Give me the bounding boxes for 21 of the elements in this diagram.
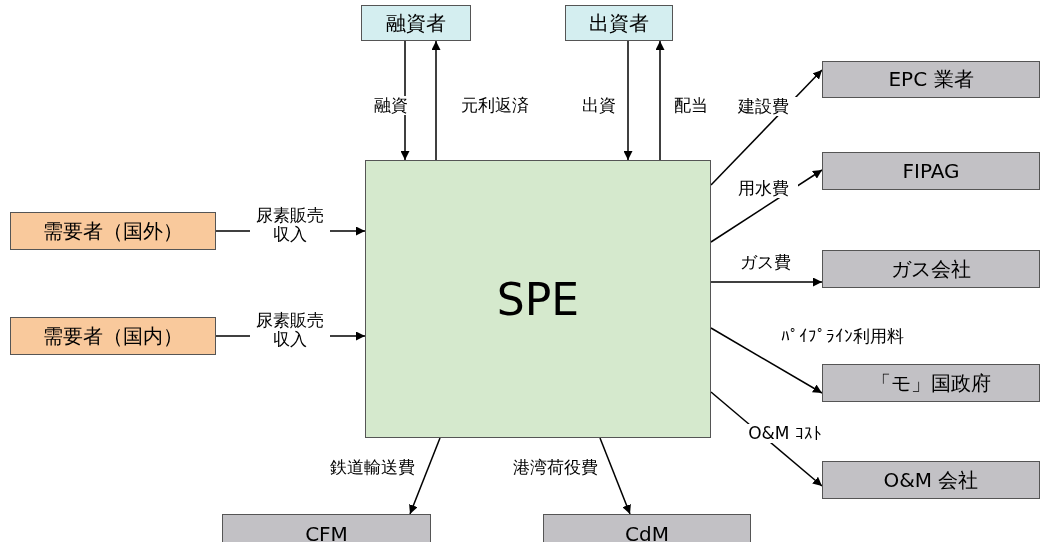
arrow [599, 437, 631, 515]
arrow [655, 40, 665, 161]
contractor-box: FIPAG [822, 152, 1040, 190]
contractor-box: CdM [543, 514, 751, 542]
buyer-box: 需要者（国内） [10, 317, 216, 355]
contractor-box: EPC 業者 [822, 61, 1040, 98]
arrow [710, 277, 823, 287]
arrow [623, 40, 633, 161]
lender-box: 融資者 [361, 5, 471, 41]
government-box: 「モ」国政府 [822, 364, 1040, 402]
contractor-box: CFM [222, 514, 431, 542]
investor-box: 出資者 [565, 5, 673, 41]
company-box: SPE [365, 160, 711, 438]
buyer-box: 需要者（国外） [10, 212, 216, 250]
contractor-box: ガス会社 [822, 250, 1040, 288]
arrow [409, 437, 441, 515]
edge-label: 尿素販売収入 [250, 206, 330, 244]
arrow [710, 327, 823, 394]
edge-label: 尿素販売収入 [250, 311, 330, 349]
arrow [431, 40, 441, 161]
contractor-box: O&M 会社 [822, 461, 1040, 499]
